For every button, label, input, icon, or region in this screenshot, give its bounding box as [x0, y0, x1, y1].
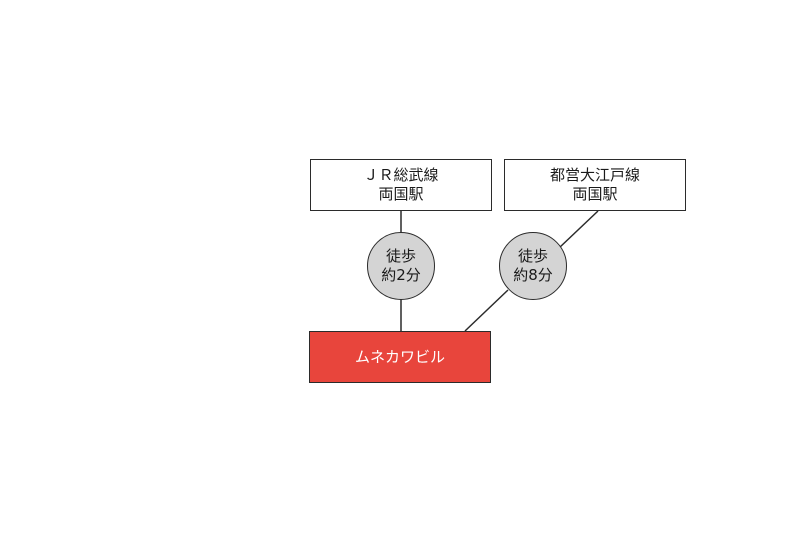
station-name-label: 両国駅 — [378, 185, 424, 203]
walk-time-bubble-jr: 徒歩 約2分 — [367, 232, 435, 300]
station-name-label: 両国駅 — [572, 185, 618, 203]
connector-oedo-to-walk — [558, 210, 599, 249]
walk-mode-label: 徒歩 — [517, 247, 548, 265]
destination-label: ムネカワビル — [354, 347, 445, 366]
walk-time-label: 約2分 — [381, 266, 421, 284]
station-box-jr-sobu: ＪＲ総武線 両国駅 — [310, 159, 492, 211]
connector-walk-to-building-oedo — [464, 289, 509, 332]
station-line-label: 都営大江戸線 — [549, 166, 640, 184]
destination-building-box: ムネカワビル — [309, 331, 491, 383]
walk-mode-label: 徒歩 — [385, 247, 416, 265]
station-line-label: ＪＲ総武線 — [363, 166, 439, 184]
walk-time-bubble-oedo: 徒歩 約8分 — [499, 232, 567, 300]
walk-time-label: 約8分 — [513, 266, 553, 284]
station-box-toei-oedo: 都営大江戸線 両国駅 — [504, 159, 686, 211]
